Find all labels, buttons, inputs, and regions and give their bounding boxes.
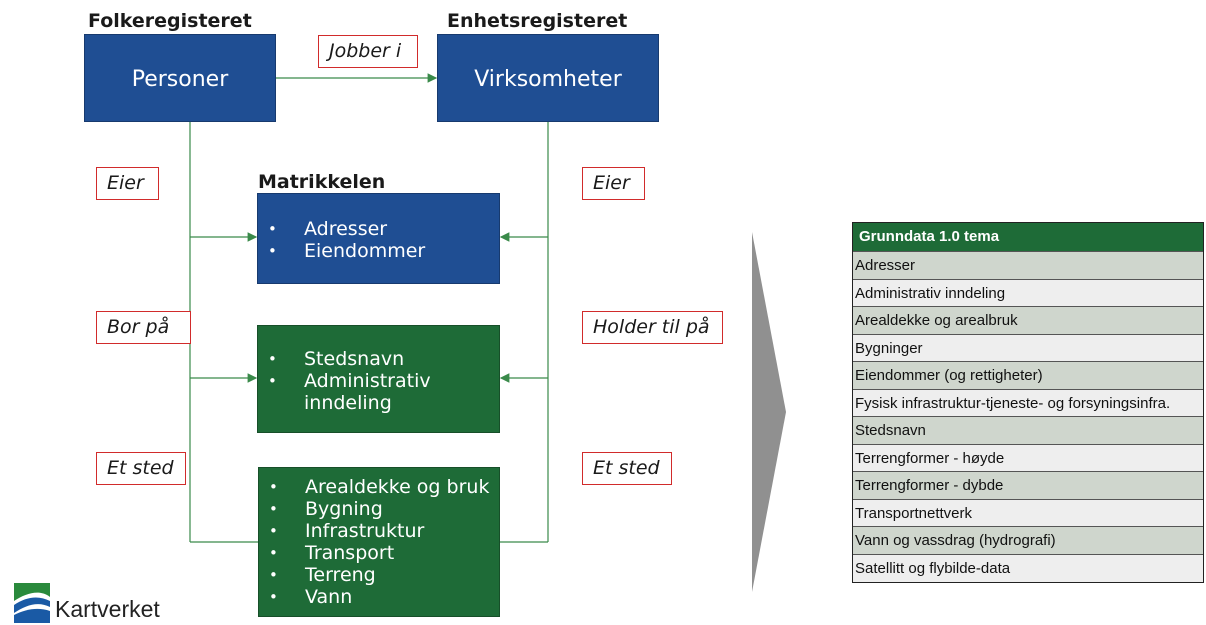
item-stedsnavn: Stedsnavn (304, 348, 405, 370)
table-row: Satellitt og flybilde-data (853, 554, 1203, 582)
table-row: Bygninger (853, 334, 1203, 362)
kartverket-logo-icon (14, 583, 50, 623)
list-item: • Vann (269, 586, 489, 608)
box-geodata: • Arealdekke og bruk • Bygning • Infrastruk… (258, 467, 500, 617)
table-row: Terrengformer - høyde (853, 444, 1203, 472)
bullet-icon: • (269, 478, 278, 496)
table-row: Administrativ inndeling (853, 279, 1203, 307)
table-row: Arealdekke og arealbruk (853, 307, 1203, 335)
relation-holder-til-pa: Holder til på (582, 311, 723, 344)
item-arealdekke: Arealdekke og bruk (305, 476, 490, 498)
table-row: Eiendommer (og rettigheter) (853, 362, 1203, 390)
item-adresser: Adresser (304, 218, 388, 240)
list-item: • Eiendommer (268, 240, 425, 262)
list-item: • Transport (269, 542, 489, 564)
bullet-icon: • (268, 350, 277, 368)
list-item: • Infrastruktur (269, 520, 489, 542)
box-virksomheter-label: Virksomheter (474, 67, 622, 92)
table-row: Stedsnavn (853, 417, 1203, 445)
bullet-icon: • (269, 522, 278, 540)
list-item: inndeling (268, 392, 431, 414)
box-virksomheter: Virksomheter (437, 34, 659, 122)
item-bygning: Bygning (305, 498, 383, 520)
heading-folkeregisteret: Folkeregisteret (88, 10, 252, 32)
relation-bor-pa: Bor på (96, 311, 191, 344)
item-administrativ: Administrativ (304, 370, 431, 392)
table-row: Terrengformer - dybde (853, 472, 1203, 500)
bullet-icon: • (269, 500, 278, 518)
bullet-icon: • (269, 544, 278, 562)
kartverket-logo-text: Kartverket (55, 596, 160, 622)
relation-et-sted-right: Et sted (582, 452, 672, 485)
table-header: Grunndata 1.0 tema (853, 223, 1203, 252)
box-personer: Personer (84, 34, 276, 122)
relation-eier-right: Eier (582, 167, 645, 200)
relation-eier-left: Eier (96, 167, 159, 200)
list-item: • Adresser (268, 218, 425, 240)
grunndata-table: Grunndata 1.0 tema Adresser Administrati… (852, 222, 1204, 583)
item-transport: Transport (305, 542, 395, 564)
bullet-icon: • (268, 242, 277, 260)
box-matrikkelen: • Adresser • Eiendommer (257, 193, 500, 284)
table-row: Transportnettverk (853, 499, 1203, 527)
item-eiendommer: Eiendommer (304, 240, 426, 262)
list-item: • Terreng (269, 564, 489, 586)
chevron-arrow-shape (752, 232, 786, 592)
item-infrastruktur: Infrastruktur (305, 520, 425, 542)
table-row: Fysisk infrastruktur-tjeneste- og forsyn… (853, 389, 1203, 417)
item-terreng: Terreng (305, 564, 376, 586)
box-stedsnavn: • Stedsnavn • Administrativ inndeling (257, 325, 500, 433)
bullet-icon: • (269, 588, 278, 606)
bullet-icon: • (268, 372, 277, 390)
list-item: • Arealdekke og bruk (269, 476, 489, 498)
relation-et-sted-left: Et sted (96, 452, 186, 485)
bullet-icon: • (269, 566, 278, 584)
box-personer-label: Personer (131, 67, 229, 92)
heading-enhetsregisteret: Enhetsregisteret (447, 10, 628, 32)
table-row: Adresser (853, 252, 1203, 280)
relation-jobber-i: Jobber i (318, 35, 418, 68)
item-inndeling: inndeling (304, 392, 392, 414)
heading-matrikkelen: Matrikkelen (258, 171, 386, 193)
list-item: • Administrativ (268, 370, 431, 392)
table-row: Vann og vassdrag (hydrografi) (853, 527, 1203, 555)
item-vann: Vann (305, 586, 353, 608)
list-item: • Bygning (269, 498, 489, 520)
bullet-icon: • (268, 220, 277, 238)
list-item: • Stedsnavn (268, 348, 431, 370)
